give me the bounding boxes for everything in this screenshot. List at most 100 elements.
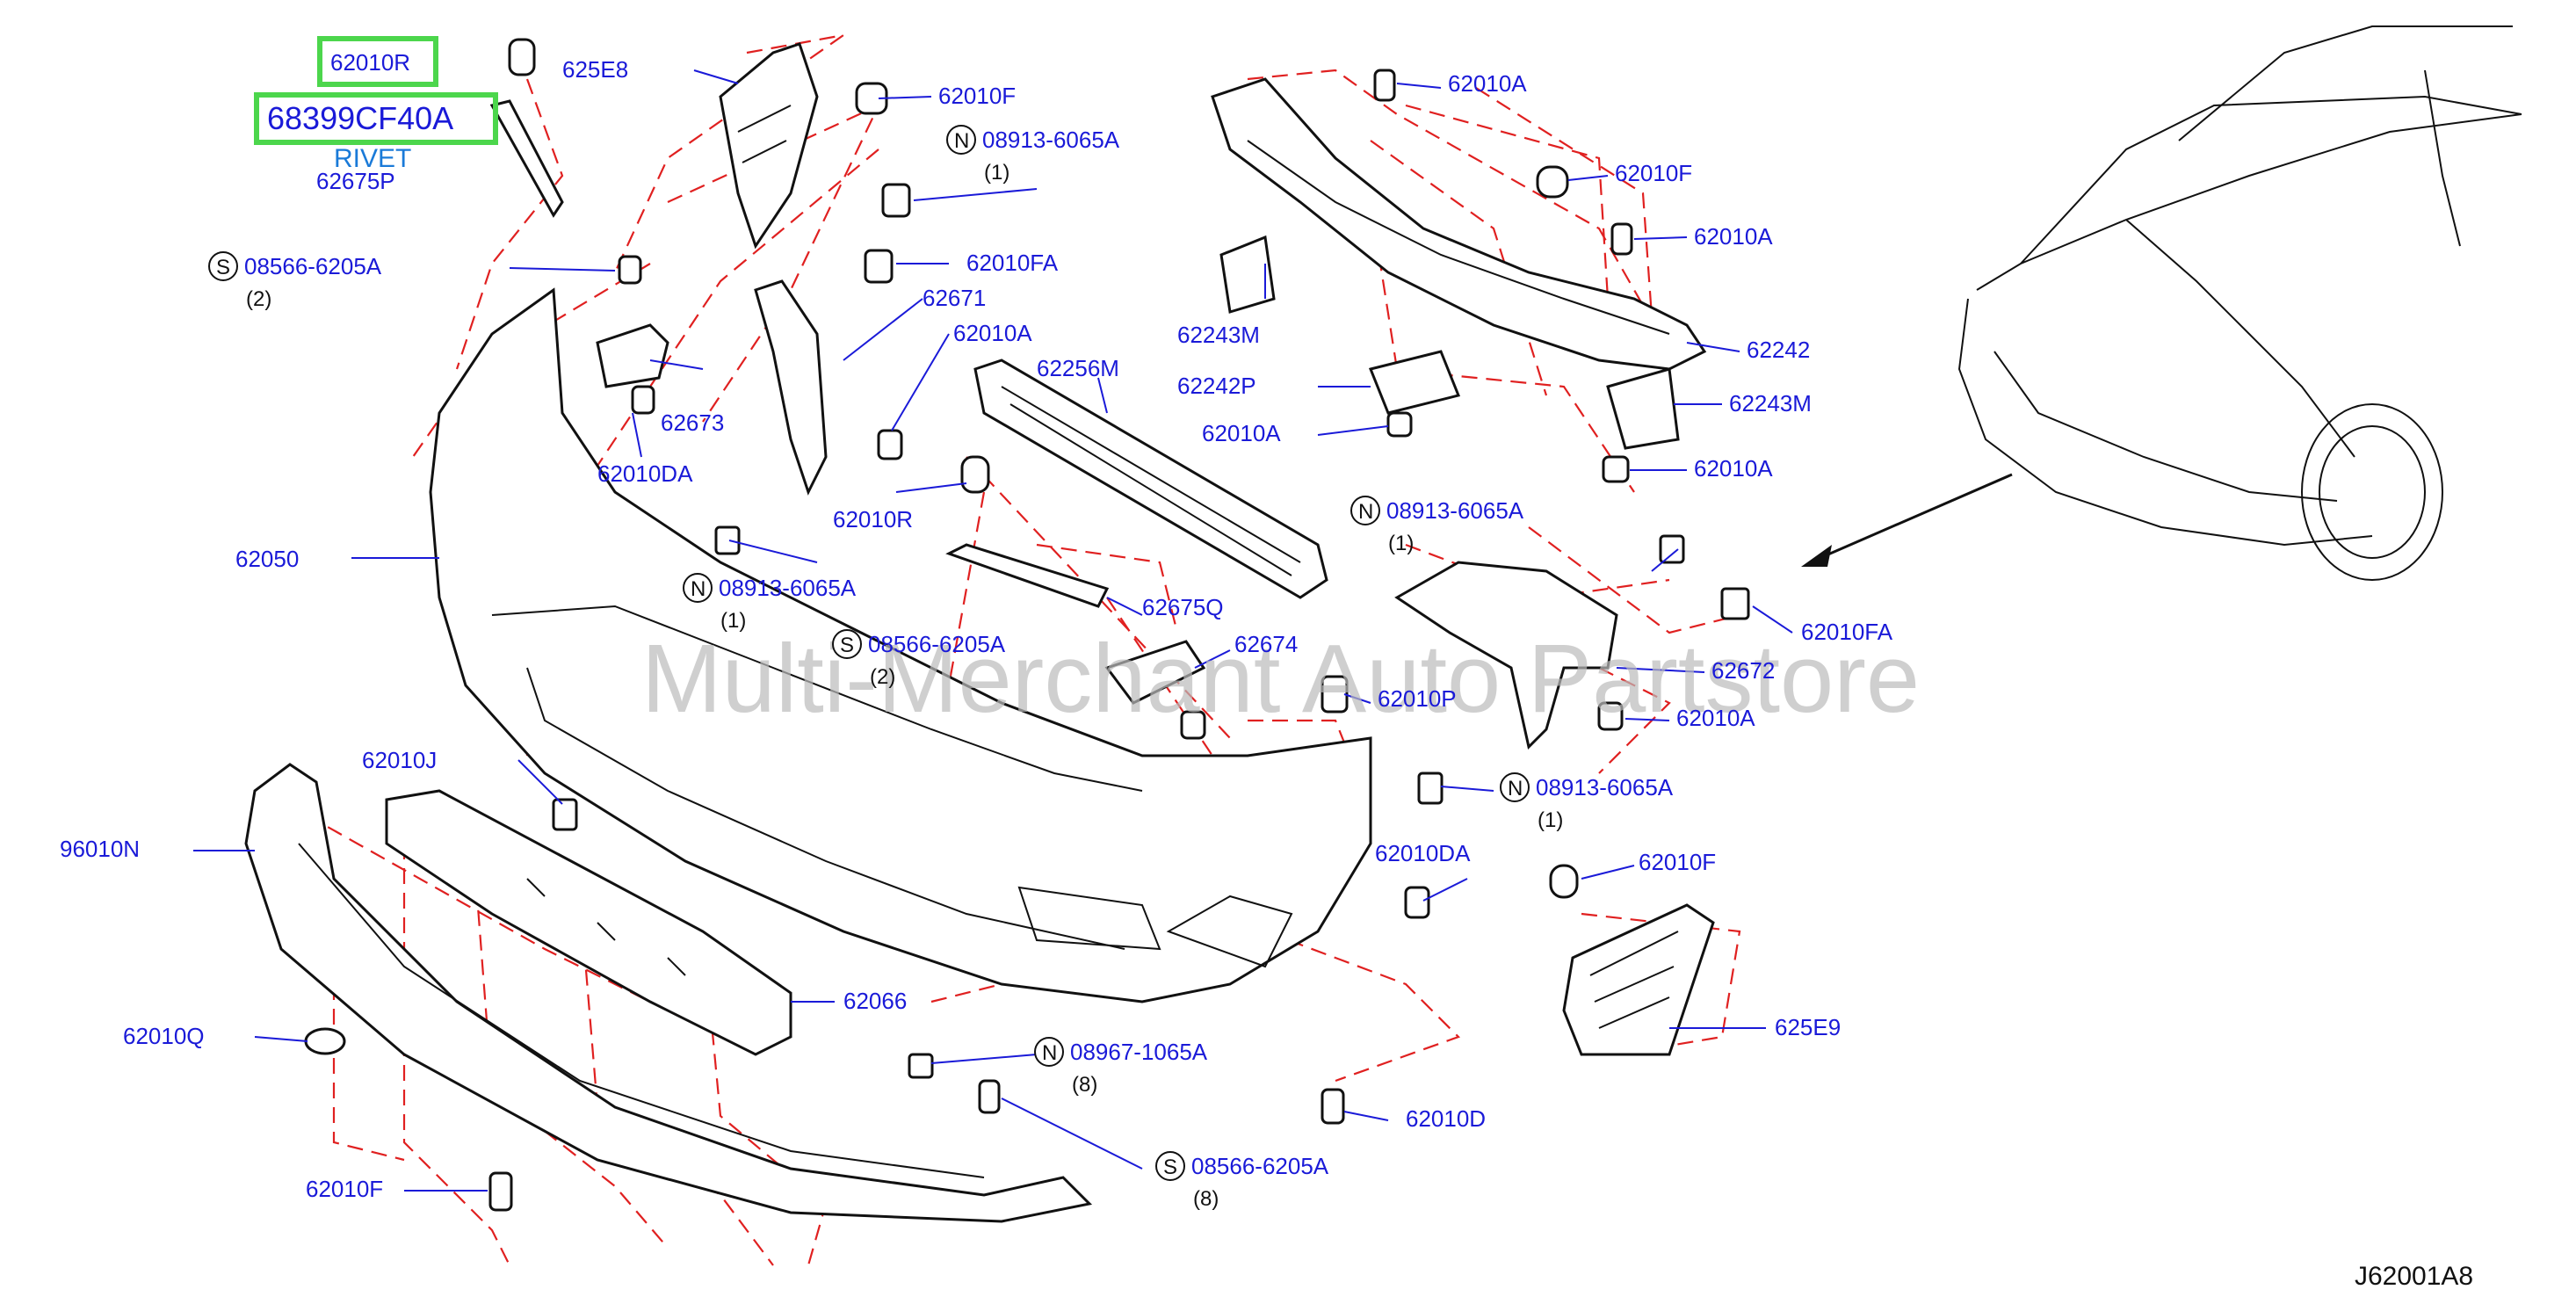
callout-quantity: (8) [1193, 1187, 1219, 1211]
callout-62010fa-top[interactable]: 62010FA [966, 250, 1059, 276]
callout-625e9[interactable]: 625E9 [1775, 1014, 1841, 1040]
callout-label[interactable]: 62010A [1694, 455, 1773, 482]
callout-symbol: S [840, 634, 854, 657]
callout-label[interactable]: 62010A [1676, 705, 1755, 731]
callout-62066[interactable]: 62066 [843, 988, 907, 1014]
callout-62010f-bl[interactable]: 62010F [306, 1176, 383, 1202]
callout-label[interactable]: 62010F [1615, 160, 1692, 186]
callout-label[interactable]: 62010A [953, 320, 1032, 346]
callout-label[interactable]: 62675Q [1142, 594, 1224, 620]
bracket-62243m-left [1219, 235, 1276, 314]
callout-62242p[interactable]: 62242P [1177, 373, 1256, 399]
callout-label[interactable]: 62010F [938, 83, 1016, 109]
callout-62675q[interactable]: 62675Q [1142, 594, 1224, 620]
highlight-part-number-label[interactable]: 68399CF40A [267, 100, 453, 136]
callout-62243m-l[interactable]: 62243M [1177, 322, 1260, 348]
retainer-62674 [1104, 640, 1206, 705]
callout-label[interactable]: 62243M [1177, 322, 1260, 348]
callout-96010n[interactable]: 96010N [60, 836, 140, 862]
callout-label[interactable]: 62010F [306, 1176, 383, 1202]
callout-symbol-circle [208, 251, 238, 281]
callout-62010d[interactable]: 62010D [1406, 1105, 1486, 1132]
callout-label[interactable]: 62010P [1378, 685, 1457, 712]
callout-label[interactable]: 08967-1065A [1070, 1039, 1208, 1065]
callout-62671[interactable]: 62671 [923, 285, 986, 311]
callout-symbol: N [1508, 777, 1523, 801]
callout-label[interactable]: 62010FA [966, 250, 1059, 276]
callout-62256m[interactable]: 62256M [1037, 355, 1119, 381]
callout-label[interactable]: 62010R [833, 506, 913, 532]
callout-label[interactable]: 62010A [1694, 223, 1773, 250]
callout-label[interactable]: 62066 [843, 988, 907, 1014]
callout-label[interactable]: 62256M [1037, 355, 1119, 381]
callout-label[interactable]: 625E8 [562, 56, 628, 83]
grille-62256m [973, 359, 1328, 599]
callout-62010f-r[interactable]: 62010F [1615, 160, 1692, 186]
callout-62010da-left[interactable]: 62010DA [597, 460, 693, 487]
highlight-top-part-label[interactable]: 62010R [330, 49, 410, 76]
callout-62050[interactable]: 62050 [235, 546, 299, 572]
callout-label[interactable]: 62675P [316, 168, 395, 194]
callout-62675p[interactable]: 62675P [316, 168, 395, 194]
callout-62010a-r2[interactable]: 62010A [1694, 223, 1773, 250]
callout-label[interactable]: 62671 [923, 285, 986, 311]
callout-label[interactable]: 62010A [1202, 420, 1281, 446]
callout-symbol-circle [832, 629, 862, 659]
callout-label[interactable]: 62672 [1711, 657, 1775, 684]
callout-label[interactable]: 08913-6065A [982, 127, 1120, 153]
callout-label[interactable]: 08913-6065A [1386, 497, 1524, 524]
callout-label[interactable]: 08913-6065A [1536, 774, 1674, 801]
callout-label[interactable]: 62242P [1177, 373, 1256, 399]
callout-label[interactable]: 62242 [1747, 337, 1810, 363]
callout-label[interactable]: 08566-6205A [244, 253, 382, 279]
callout-62010a-r4[interactable]: 62010A [1694, 455, 1773, 482]
callout-62673[interactable]: 62673 [661, 409, 724, 436]
callout-label[interactable]: 62050 [235, 546, 299, 572]
callout-62010da-r[interactable]: 62010DA [1375, 840, 1471, 866]
callout-62010p[interactable]: 62010P [1378, 685, 1457, 712]
callout-label[interactable]: 08913-6065A [719, 575, 857, 601]
callout-label[interactable]: 08566-6205A [868, 631, 1006, 657]
callout-62010a-r5[interactable]: 62010A [1676, 705, 1755, 731]
bracket-62672 [1394, 561, 1618, 750]
callout-label[interactable]: 62010A [1448, 70, 1527, 97]
bracket-62675q [945, 543, 1110, 608]
callout-label[interactable]: 62010J [362, 747, 437, 773]
callout-62674[interactable]: 62674 [1234, 631, 1298, 657]
callout-label[interactable]: 62010DA [1375, 840, 1471, 866]
callout-label[interactable]: 62673 [661, 409, 724, 436]
callout-62010a-r1[interactable]: 62010A [1448, 70, 1527, 97]
callout-62010fa-r[interactable]: 62010FA [1801, 619, 1893, 645]
callout-62010f-br[interactable]: 62010F [1639, 849, 1716, 875]
callout-label[interactable]: 625E9 [1775, 1014, 1841, 1040]
callout-symbol: N [1358, 500, 1373, 524]
callout-label[interactable]: 62010D [1406, 1105, 1486, 1132]
callout-62672[interactable]: 62672 [1711, 657, 1775, 684]
callout-62010f-top[interactable]: 62010F [938, 83, 1016, 109]
callout-625e8[interactable]: 625E8 [562, 56, 628, 83]
callout-62243m-r[interactable]: 62243M [1729, 390, 1812, 417]
callout-62010j[interactable]: 62010J [362, 747, 437, 773]
callout-label[interactable]: 08566-6205A [1191, 1153, 1329, 1179]
callout-label[interactable]: 62010Q [123, 1023, 205, 1049]
callout-label[interactable]: 62674 [1234, 631, 1298, 657]
callout-label[interactable]: 62010FA [1801, 619, 1893, 645]
callout-label[interactable]: 96010N [60, 836, 140, 862]
callout-label[interactable]: 62243M [1729, 390, 1812, 417]
callout-62242[interactable]: 62242 [1747, 337, 1810, 363]
callout-62010a-r3[interactable]: 62010A [1202, 420, 1281, 446]
callout-62010q[interactable]: 62010Q [123, 1023, 205, 1049]
callout-62010r-mid[interactable]: 62010R [833, 506, 913, 532]
callout-62010a-mid[interactable]: 62010A [953, 320, 1032, 346]
callout-label[interactable]: 62010F [1639, 849, 1716, 875]
callout-label[interactable]: 62010DA [597, 460, 693, 487]
